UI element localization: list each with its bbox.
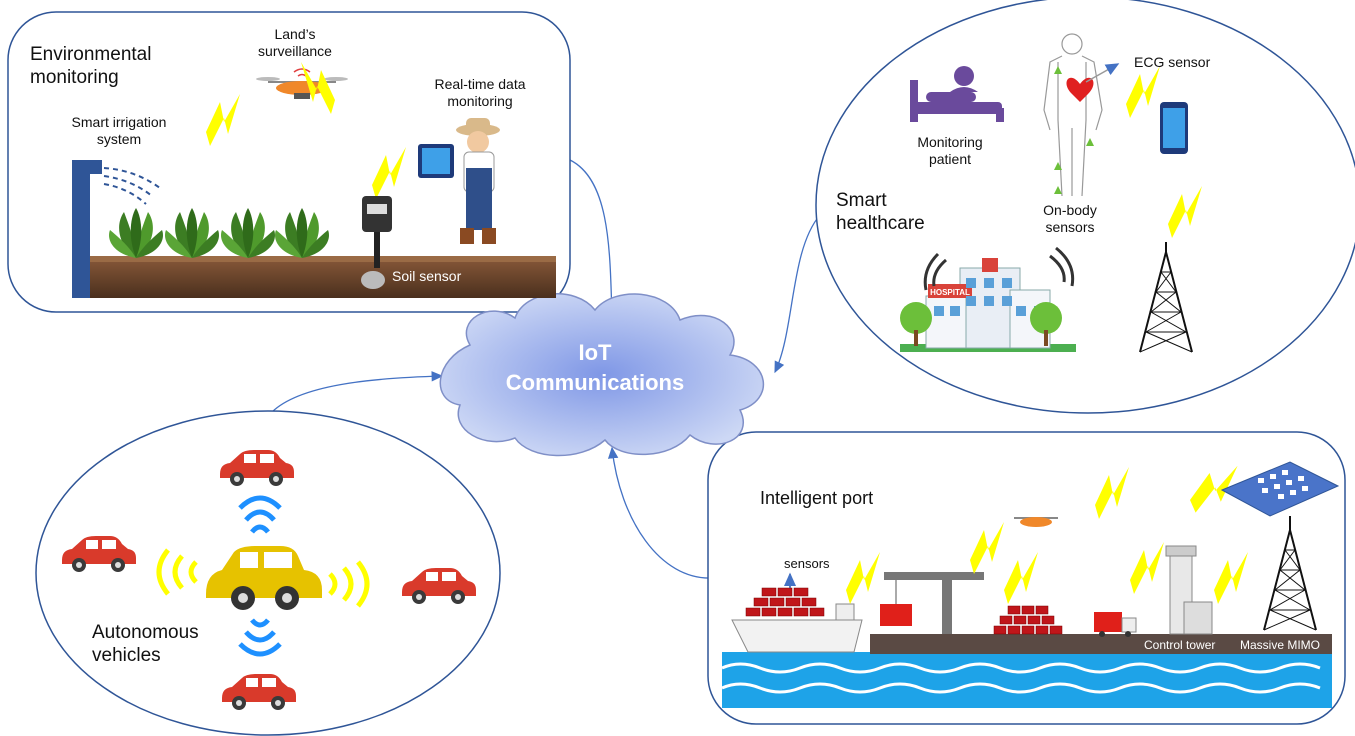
truck-icon: [1094, 612, 1137, 637]
connector-arrows: [271, 159, 821, 579]
surveillance-line1: Land’s: [274, 26, 316, 42]
cloud-label-line2: Communications: [505, 369, 685, 395]
hospital-sign: HOSPITAL: [930, 288, 970, 297]
cloud-label: IoT Communications: [470, 338, 720, 397]
irrigation-line1: Smart irrigation: [71, 114, 167, 130]
body-outline-icon: [1043, 33, 1103, 197]
mimo-antenna-icon: [1220, 461, 1340, 517]
healthcare-illustration: HOSPITAL: [900, 33, 1202, 353]
soil-sensor-label: Soil sensor: [392, 268, 462, 284]
surveillance-label: Land’s surveillance: [250, 26, 340, 60]
port-title: Intelligent port: [760, 488, 874, 508]
realtime-line2: monitoring: [447, 92, 513, 109]
patient-line1: Monitoring: [917, 134, 983, 150]
control-tower-icon: [1165, 545, 1213, 635]
onbody-label: On-body sensors: [1030, 202, 1110, 236]
sea: [722, 652, 1332, 708]
health-title: Smart healthcare: [836, 190, 925, 236]
cloud-label-line1: IoT: [578, 340, 612, 365]
patient-line2: patient: [928, 150, 972, 167]
port-illustration: [721, 461, 1340, 708]
surveillance-line2: surveillance: [258, 42, 332, 59]
irrigation-line2: system: [96, 130, 142, 147]
wifi-waves-up: [238, 495, 282, 534]
health-title-line1: Smart: [836, 190, 887, 211]
ship-icon: [731, 572, 863, 653]
vehicles-title-line1: Autonomous: [92, 622, 199, 643]
irrigation-label: Smart irrigation system: [54, 114, 184, 148]
onbody-line1: On-body: [1043, 202, 1097, 218]
dock: [870, 634, 1332, 654]
crane-icon: [880, 572, 984, 634]
control-tower-label: Control tower: [1144, 638, 1216, 652]
env-title-line2: monitoring: [30, 66, 119, 88]
env-title: Environmental monitoring: [30, 44, 151, 90]
vehicles-title: Autonomous vehicles: [92, 622, 199, 668]
waves-left: [156, 548, 198, 596]
iot-cloud: [439, 293, 765, 457]
patient-label: Monitoring patient: [900, 134, 1000, 168]
wifi-waves-down: [238, 618, 282, 657]
realtime-label: Real-time data monitoring: [418, 76, 542, 110]
environmental-illustration: [72, 62, 556, 298]
sensors-label: sensors: [784, 556, 830, 571]
farmer-icon: [456, 118, 500, 244]
mimo-label: Massive MIMO: [1240, 638, 1321, 652]
heart-icon: [1066, 77, 1094, 102]
irrigation-pole: [72, 160, 90, 298]
patient-bed-icon: [910, 66, 1004, 122]
tablet-icon: [418, 144, 454, 178]
vehicles-illustration: [62, 450, 476, 710]
onbody-line2: sensors: [1045, 218, 1095, 235]
realtime-line1: Real-time data: [434, 76, 526, 92]
soil-sensor-icon: [361, 196, 392, 289]
container-pile-icon: [993, 605, 1063, 635]
port-drone-icon: [1014, 517, 1058, 527]
hospital-icon: HOSPITAL: [900, 246, 1076, 352]
vehicles-title-line2: vehicles: [92, 644, 161, 666]
ecg-label: ECG sensor: [1134, 54, 1211, 70]
waves-right: [328, 560, 370, 608]
health-title-line2: healthcare: [836, 212, 925, 234]
env-title-line1: Environmental: [30, 44, 152, 65]
yellow-car-center: [206, 546, 322, 610]
